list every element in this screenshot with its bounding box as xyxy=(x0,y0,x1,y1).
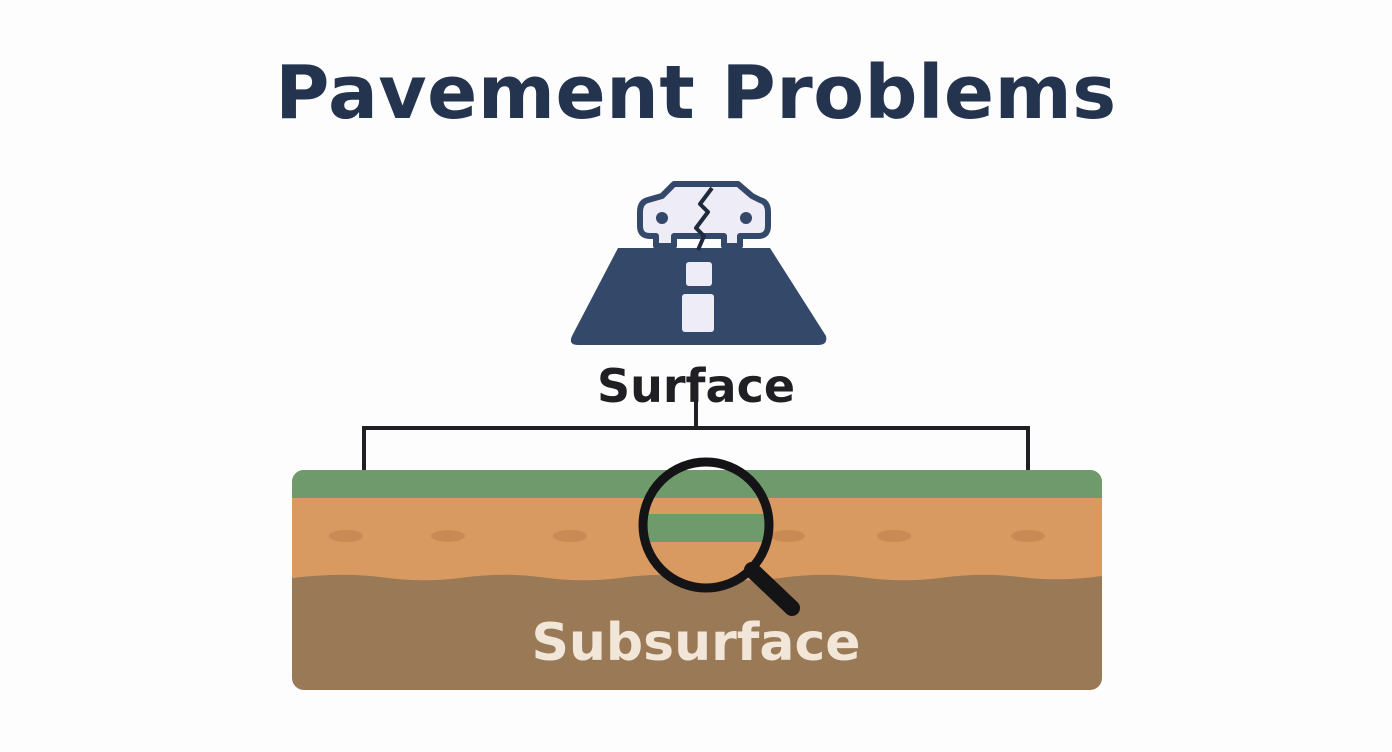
soil-pebbles xyxy=(329,530,1045,542)
page-title: Pavement Problems xyxy=(275,50,1117,136)
crack-line xyxy=(694,186,714,251)
magnifying-glass-icon xyxy=(638,457,800,616)
subsurface-label: Subsurface xyxy=(531,613,861,673)
surface-label: Surface xyxy=(596,359,796,413)
cracked-car-on-road-icon xyxy=(570,181,827,345)
car-headlight-right xyxy=(740,212,752,224)
car-headlight-left xyxy=(656,212,668,224)
bracket-connector xyxy=(362,400,1030,470)
lane-dash-bottom xyxy=(682,294,714,332)
lane-dash-top xyxy=(686,262,712,286)
